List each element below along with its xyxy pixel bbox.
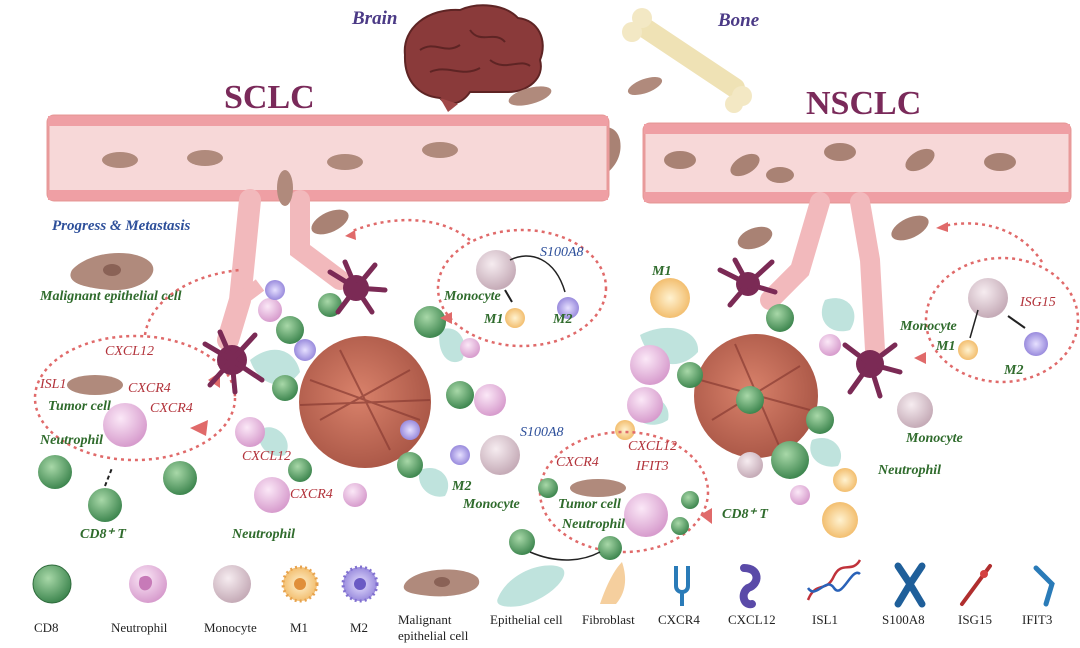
nsclc-m2-inset-label: M2 — [1003, 363, 1023, 378]
monocyte-icon — [213, 565, 251, 603]
legend-label-cxcr4: CXCR4 — [658, 612, 700, 627]
sclc-tumor-cell-label: Tumor cell — [48, 399, 111, 414]
dendritic-cells — [202, 257, 903, 399]
sclc-blood-vessel — [46, 114, 610, 351]
sclc-cxcl12-label: CXCL12 — [242, 449, 291, 464]
nsclc-immune-cells — [615, 278, 933, 538]
legend-label-malignant-2: epithelial cell — [398, 628, 469, 643]
epithelial-cell-icon — [497, 565, 565, 607]
legend-label-cd8: CD8 — [34, 620, 59, 635]
nsclc-isg15-label: ISG15 — [1019, 295, 1056, 310]
sclc-monocyte-inset-label: Monocyte — [443, 289, 501, 304]
neutrophil-icon — [129, 565, 167, 603]
vessel-cells — [102, 142, 1016, 250]
nsclc-neutrophil-label: Neutrophil — [877, 463, 941, 478]
malignant-epithelial-label: Malignant epithelial cell — [39, 289, 182, 304]
nsclc-monocyte-inset-label: Monocyte — [899, 319, 957, 334]
malignant-cell-icon — [403, 569, 480, 597]
legend-label-cxcl12: CXCL12 — [728, 612, 776, 627]
legend-label-epithelial: Epithelial cell — [490, 612, 563, 627]
legend-label-m2: M2 — [350, 620, 368, 635]
sclc-monocyte-inset — [436, 228, 608, 348]
isg15-icon — [960, 564, 992, 606]
legend-label-monocyte: Monocyte — [204, 620, 257, 635]
nsclc-m1-label: M1 — [651, 264, 671, 279]
legend-label-isl1: ISL1 — [812, 612, 838, 627]
sclc-cxcr4-label: CXCR4 — [290, 487, 333, 502]
nsclc-cxcr4-label: CXCR4 — [556, 455, 599, 470]
m1-icon — [281, 565, 319, 603]
sclc-title: SCLC — [224, 79, 315, 116]
nsclc-tumor-cell-label: Tumor cell — [558, 497, 621, 512]
sclc-cd8-label: CD8⁺ T — [80, 527, 127, 542]
legend-label-neutrophil: Neutrophil — [111, 620, 168, 635]
isl1-icon — [806, 559, 862, 601]
bone-label: Bone — [717, 10, 760, 31]
nsclc-monocyte-inset — [924, 256, 1080, 384]
sclc-isl1-label: ISL1 — [39, 377, 66, 392]
sclc-cxcr4-inset2-label: CXCR4 — [150, 401, 193, 416]
malignant-epithelial-cell-sclc — [70, 252, 154, 291]
nsclc-m1-inset-label: M1 — [935, 339, 955, 354]
cxcl12-icon — [739, 564, 761, 609]
sclc-s100a8-label: S100A8 — [520, 425, 564, 440]
m2-icon — [341, 565, 379, 603]
sclc-m2-inset-label: M2 — [552, 312, 572, 327]
progress-metastasis-label: Progress & Metastasis — [52, 218, 191, 234]
nsclc-tumor-inset — [538, 430, 710, 554]
legend-label-isg15: ISG15 — [958, 612, 992, 627]
cxcr4-icon — [674, 566, 690, 606]
fibroblast-icon — [600, 562, 626, 604]
sclc-tumor-inset — [33, 334, 237, 462]
cd8-icon — [32, 564, 72, 604]
sclc-immune-cells — [235, 280, 520, 513]
nsclc-cxcl12-label: CXCL12 — [628, 439, 677, 454]
sclc-m2-label: M2 — [451, 479, 471, 494]
sclc-neutrophil-inset-label: Neutrophil — [39, 433, 103, 448]
sclc-m1-inset-label: M1 — [483, 312, 503, 327]
legend-label-s100a8: S100A8 — [882, 612, 925, 627]
sclc-s100a8-inset-label: S100A8 — [540, 245, 584, 260]
nsclc-neutrophil-inset-label: Neutrophil — [561, 517, 625, 532]
bone-icon — [622, 8, 752, 113]
sclc-cxcr4-inset-label: CXCR4 — [128, 381, 171, 396]
legend-label-fibroblast: Fibroblast — [582, 612, 635, 627]
nsclc-cd8-label: CD8⁺ T — [722, 507, 769, 522]
sclc-neutrophil-label: Neutrophil — [231, 527, 295, 542]
ifit3-icon — [1033, 565, 1055, 607]
legend-label-ifit3: IFIT3 — [1022, 612, 1052, 627]
nsclc-title: NSCLC — [806, 85, 921, 122]
s100a8-icon — [894, 562, 926, 608]
sclc-cxcl12-inset-label: CXCL12 — [105, 344, 154, 359]
brain-label: Brain — [351, 8, 397, 29]
sclc-monocyte-label: Monocyte — [462, 497, 520, 512]
nsclc-blood-vessel — [642, 122, 1072, 360]
nsclc-ifit3-label: IFIT3 — [635, 459, 669, 474]
legend: CD8 Neutrophil Monocyte M1 M2 Malignant … — [32, 559, 1055, 643]
brain-icon — [403, 4, 544, 112]
nsclc-monocyte-label: Monocyte — [905, 431, 963, 446]
legend-label-malignant: Malignant — [398, 612, 452, 627]
legend-label-m1: M1 — [290, 620, 308, 635]
sclc-tumor-cluster — [250, 328, 465, 497]
